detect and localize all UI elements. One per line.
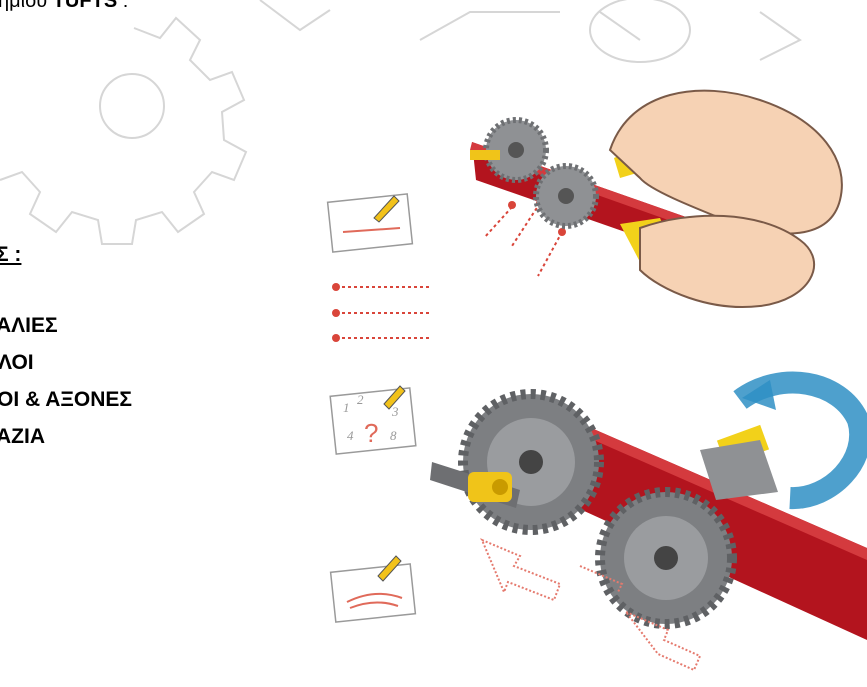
note-card-3: [331, 556, 416, 622]
svg-text:4: 4: [347, 428, 354, 443]
note-card-2: 1 2 3 4 ? 8: [330, 386, 416, 454]
bottom-gear-assembly: [430, 380, 867, 670]
svg-text:3: 3: [391, 404, 399, 419]
svg-text:8: 8: [390, 428, 397, 443]
top-gear-assembly: [470, 91, 842, 307]
svg-text:1: 1: [343, 400, 350, 415]
svg-text:?: ?: [364, 418, 378, 448]
note-card-1: [328, 194, 413, 252]
svg-text:2: 2: [357, 392, 364, 407]
